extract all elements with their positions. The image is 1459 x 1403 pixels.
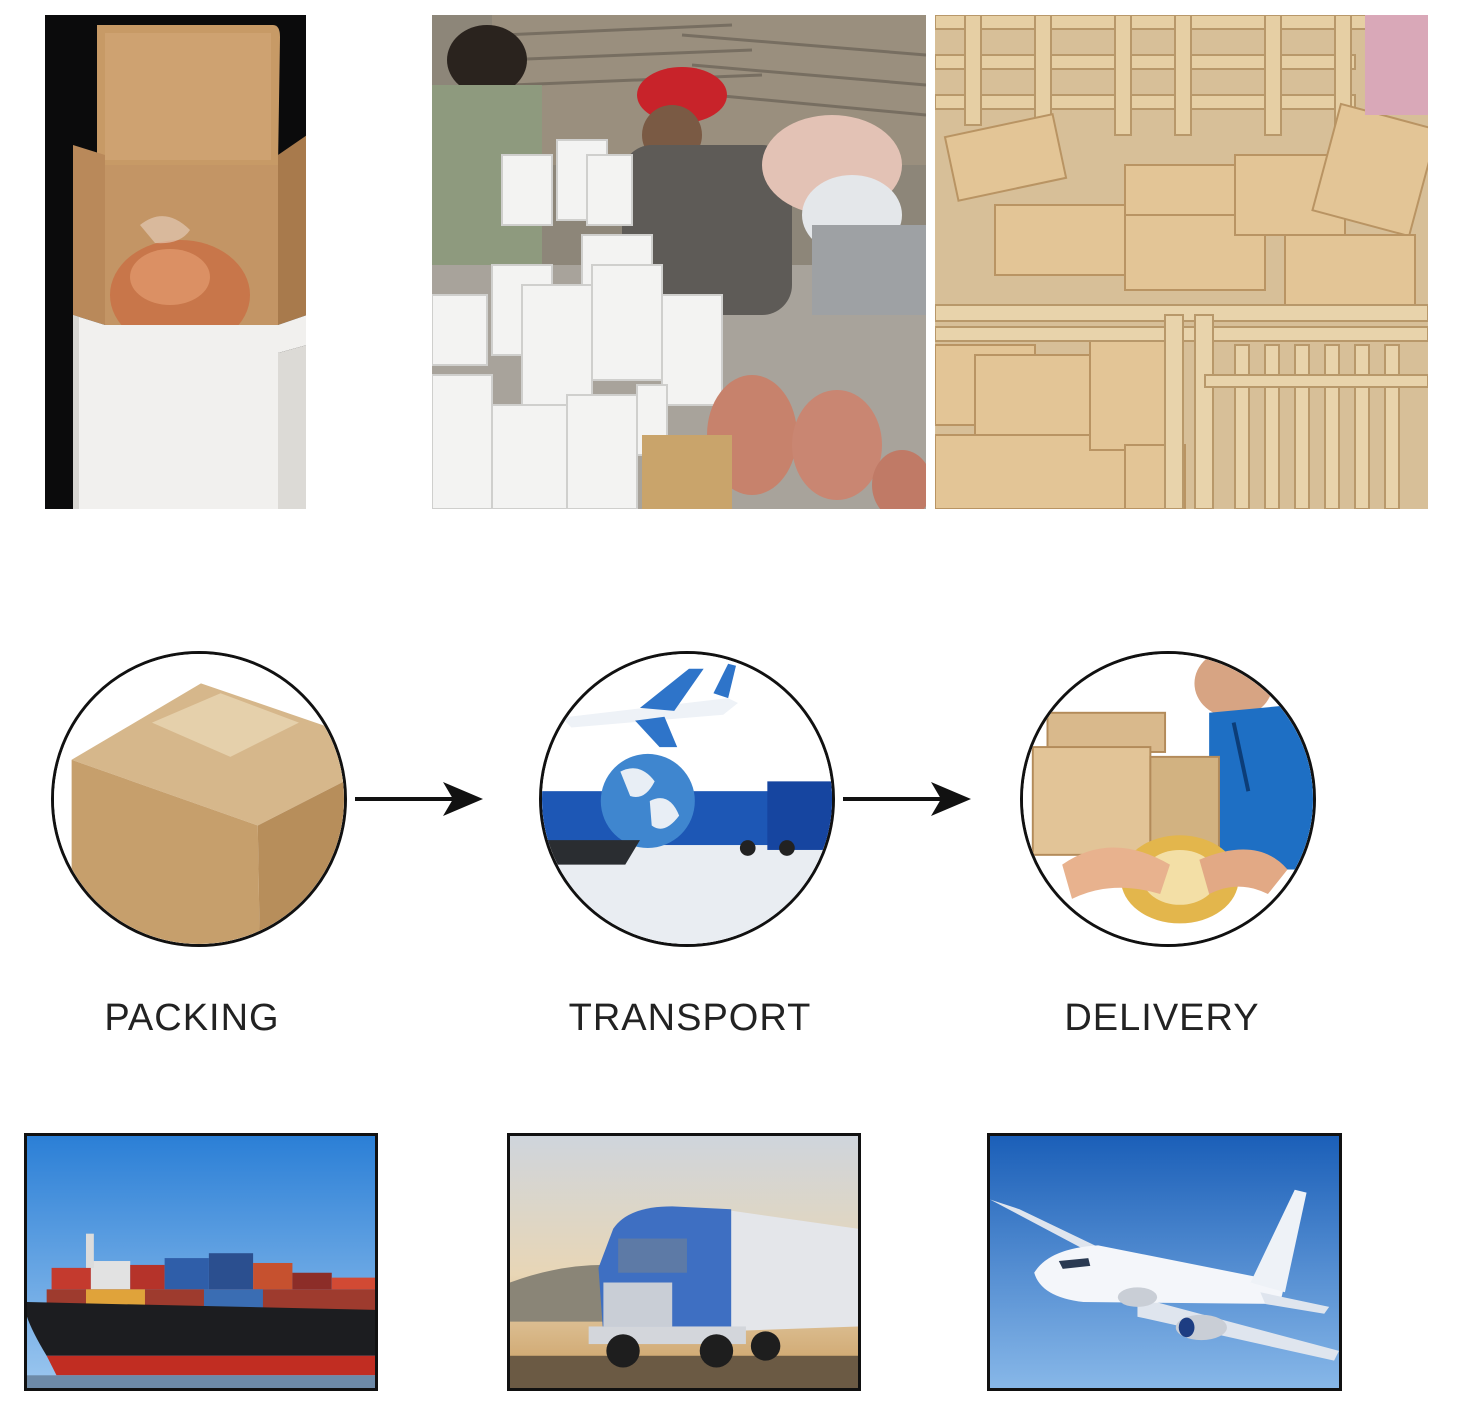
photo-truck <box>507 1133 861 1391</box>
step-label-delivery: DELIVERY <box>1064 997 1260 1039</box>
step-label-packing: PACKING <box>104 997 280 1039</box>
photo-boxed-salt-lamp <box>45 15 306 509</box>
photo-crated-cartons <box>935 15 1428 509</box>
arrow-right-icon <box>843 780 973 820</box>
arrow-right-icon <box>355 780 485 820</box>
photo-airplane <box>987 1133 1342 1391</box>
photo-container-ship <box>24 1133 378 1391</box>
step-label-transport: TRANSPORT <box>568 997 812 1039</box>
packing-step-icon <box>51 651 347 947</box>
transport-step-icon <box>539 651 835 947</box>
delivery-step-icon <box>1020 651 1316 947</box>
photo-workers-packing <box>432 15 926 509</box>
